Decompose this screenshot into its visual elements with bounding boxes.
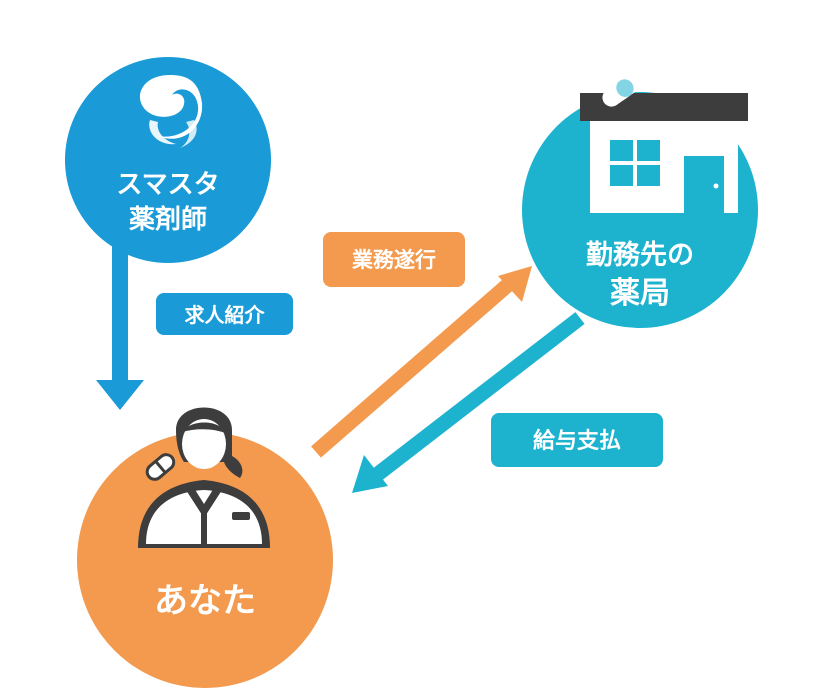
job-referral-arrow [96, 245, 144, 410]
job-referral-text: 求人紹介 [185, 303, 266, 327]
pharmacist-icon [138, 407, 270, 548]
salary-payment-arrow [352, 312, 585, 493]
job-referral-label: 求人紹介 [156, 293, 293, 335]
work-performance-arrow [311, 266, 532, 458]
work-performance-label: 業務遂行 [323, 232, 465, 287]
salary-payment-text: 給与支払 [533, 428, 621, 454]
you-circle [77, 432, 333, 688]
pharmacy-label-line1: 勤務先の [586, 240, 694, 271]
salary-payment-label: 給与支払 [491, 413, 663, 467]
swirl-logo-icon [139, 75, 203, 148]
you-node: あなた [77, 407, 333, 688]
agency-label-line1: スマスタ [116, 170, 219, 200]
you-label: あなた [154, 581, 256, 621]
pharmacy-node: 勤務先の 薬局 [522, 75, 758, 328]
agency-node: スマスタ 薬剤師 [65, 57, 271, 263]
work-performance-text: 業務遂行 [352, 248, 436, 272]
agency-circle [65, 57, 271, 263]
pharmacy-label-line2: 薬局 [610, 276, 670, 311]
agency-label-line2: 薬剤師 [129, 204, 207, 235]
pharmacy-building-icon [580, 75, 748, 213]
